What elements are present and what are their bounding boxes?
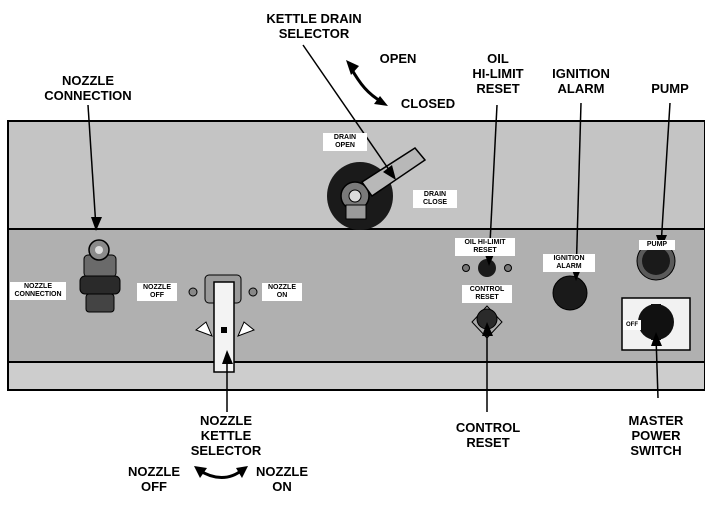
drain-valve <box>327 147 427 230</box>
callout-master-power-switch: MASTER POWER SWITCH <box>628 413 684 458</box>
callout-control-reset: CONTROL RESET <box>455 420 521 450</box>
callout-nozzle-off: NOZZLE OFF <box>128 464 180 494</box>
tag-control-reset: CONTROL RESET <box>462 285 512 303</box>
callout-oil-hi-limit-reset: OIL HI-LIMIT RESET <box>472 51 524 96</box>
tag-ignition-alarm: IGNITION ALARM <box>543 254 595 272</box>
callout-ignition-alarm: IGNITION ALARM <box>552 66 610 96</box>
tag-oil-hi-limit-reset: OIL HI-LIMIT RESET <box>455 238 515 256</box>
callout-nozzle-on: NOZZLE ON <box>256 464 308 494</box>
tag-nozzle-connection: NOZZLE CONNECTION <box>10 282 66 300</box>
tag-nozzle-off: NOZZLE OFF <box>137 283 177 301</box>
nozzle-kettle-selector <box>188 274 258 373</box>
callout-nozzle-connection: NOZZLE CONNECTION <box>44 73 132 103</box>
bottom-rail <box>7 361 705 391</box>
ignition-alarm-lamp <box>552 275 588 311</box>
callout-open: OPEN <box>379 51 417 66</box>
oil-hi-limit-reset-button <box>462 259 512 277</box>
callout-nozzle-kettle-selector: NOZZLE KETTLE SELECTOR <box>190 413 262 458</box>
tag-drain-close: DRAIN CLOSE <box>413 190 457 208</box>
callout-closed: CLOSED <box>400 96 456 111</box>
leader-lines <box>87 44 671 412</box>
callout-kettle-drain-selector: KETTLE DRAIN SELECTOR <box>266 11 362 41</box>
callout-pump: PUMP <box>651 81 689 96</box>
tag-switch-off: OFF <box>623 320 641 330</box>
control-panel <box>7 228 705 363</box>
nozzle-connection-fitting <box>79 239 121 313</box>
nozzle-off-on-arrow <box>198 468 243 479</box>
tag-drain-open: DRAIN OPEN <box>323 133 367 151</box>
open-closed-arrow <box>349 67 383 104</box>
tag-nozzle-on: NOZZLE ON <box>262 283 302 301</box>
tag-pump: PUMP <box>639 240 675 250</box>
pump-switch <box>636 241 676 281</box>
